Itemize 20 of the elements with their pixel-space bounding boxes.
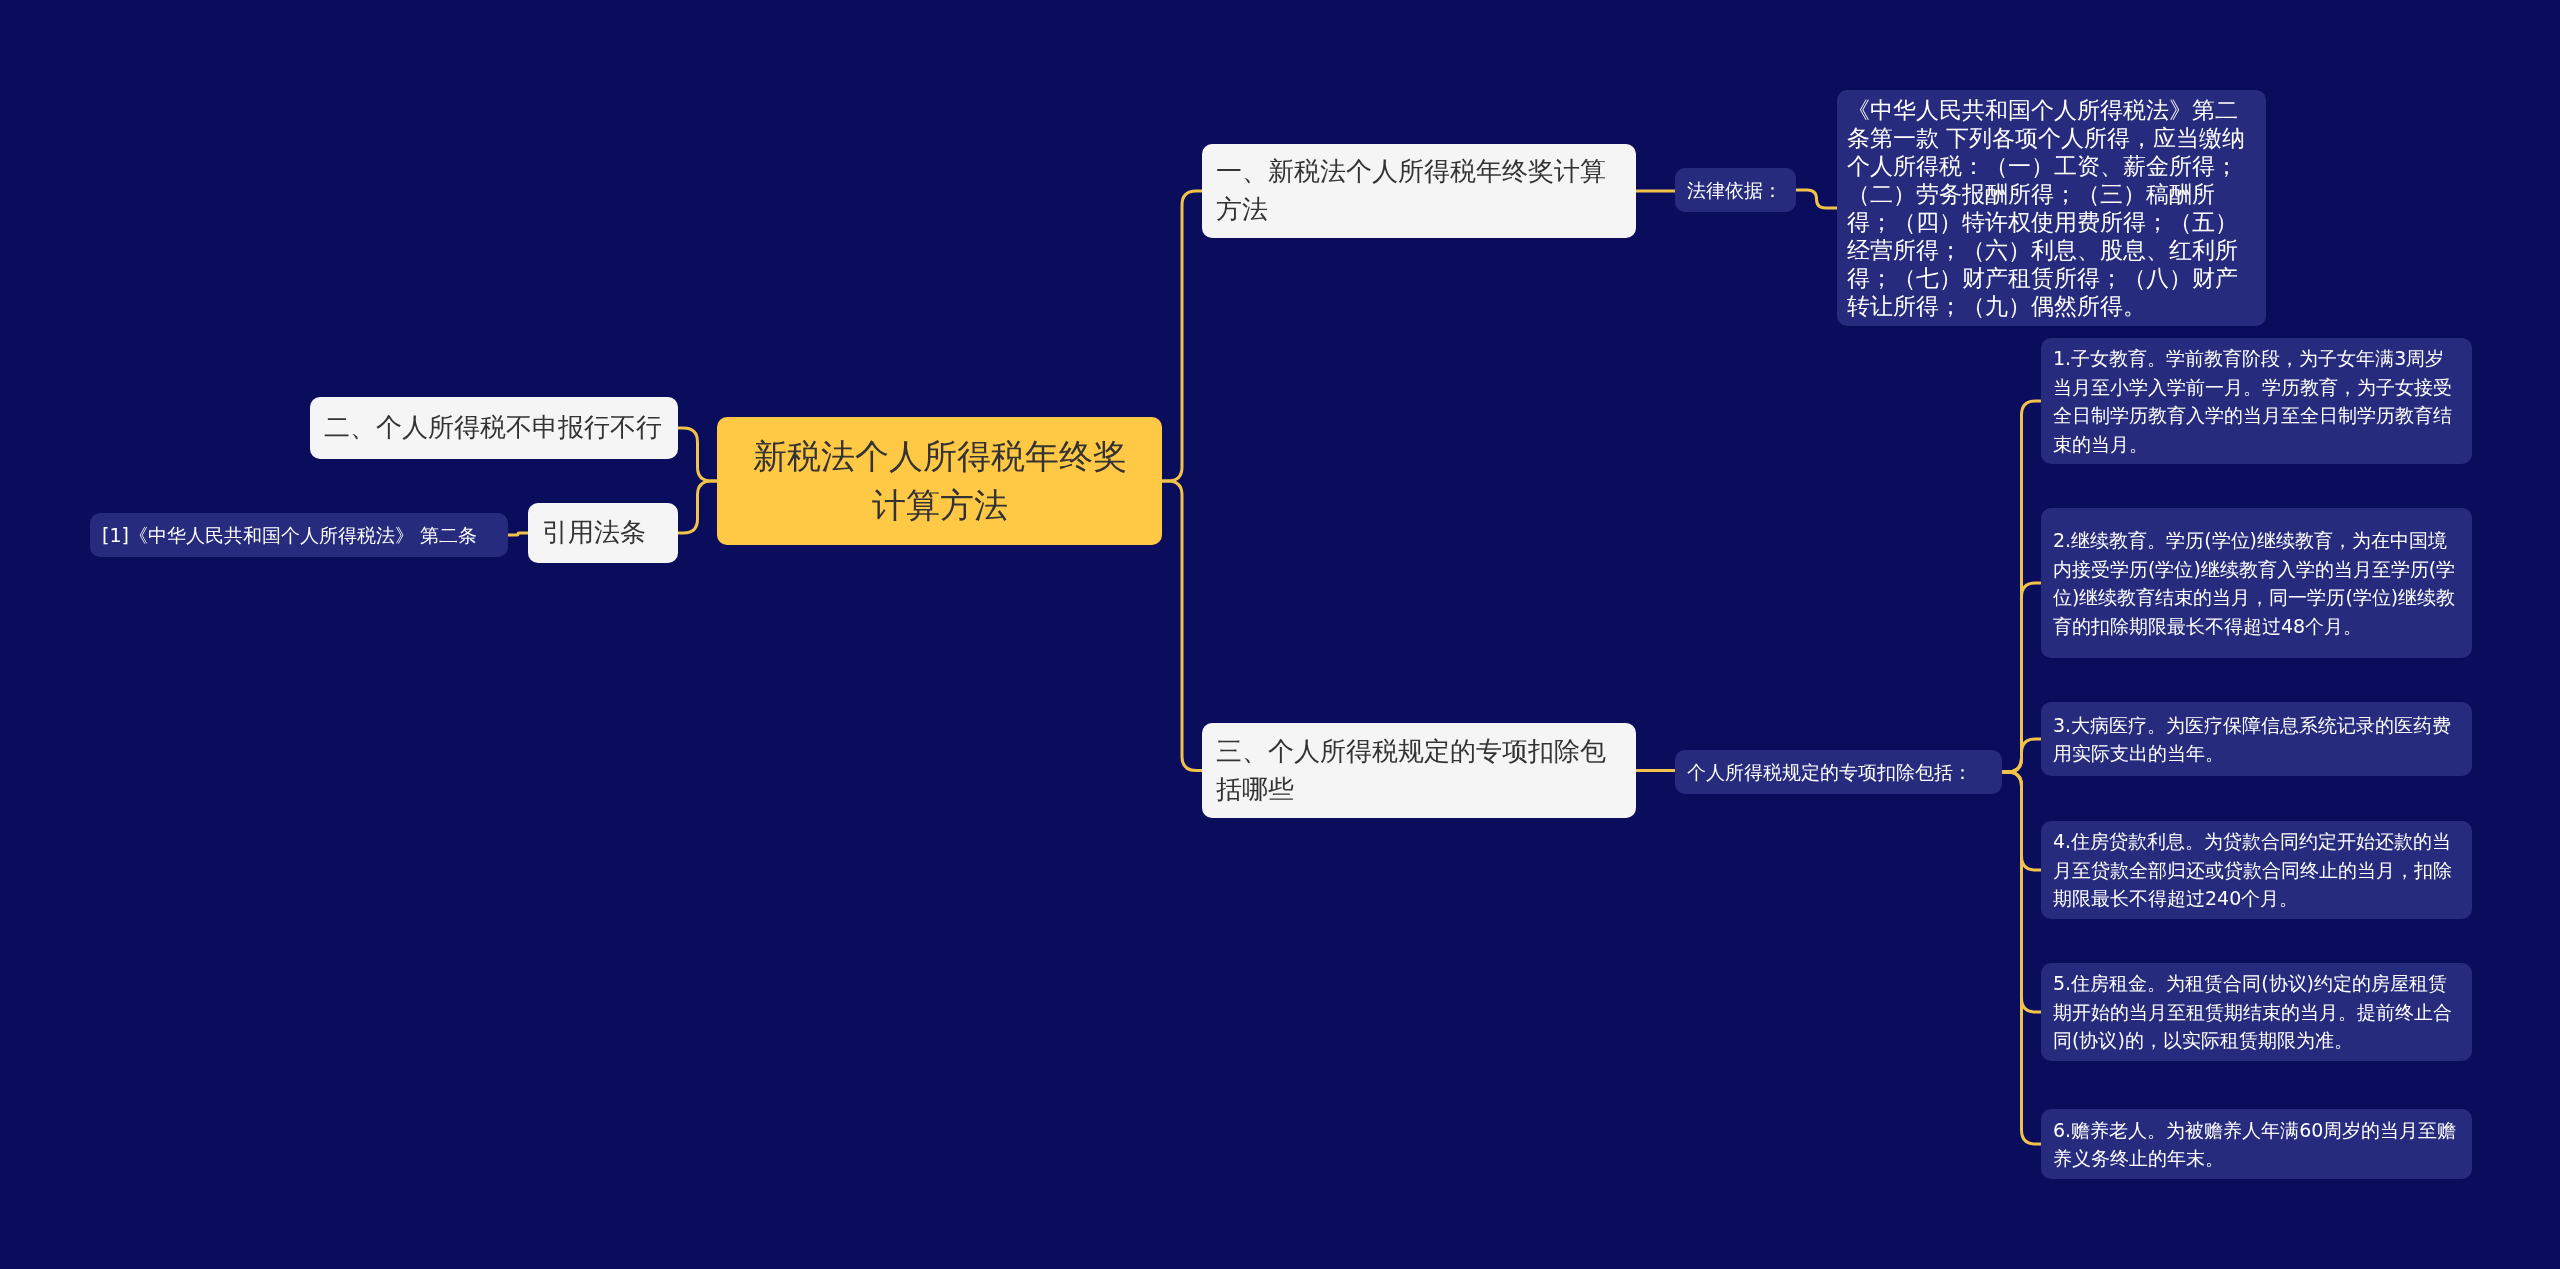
subtopic-box: [1]《中华人民共和国个人所得税法》 第二条 [90,513,508,557]
subtopic-box: 1.子女教育。学前教育阶段，为子女年满3周岁当月至小学入学前一月。学历教育，为子女接受全日制学历教育入学的当月至全日制学历教育结束的当月。 [2041,338,2472,464]
subtopic-box: 《中华人民共和国个人所得税法》第二条第一款 下列各项个人所得，应当缴纳个人所得税：（一）工资、薪金所得；（二）劳务报酬所得；（三）稿酬所得；（四）特许权使用费所得；（五）经营所得；（六）利息、股息、红利所得；（七）财产租赁所得；（八）财产转让所得；（九）偶然所得。 [1837,90,2266,327]
subtopic-box: 个人所得税规定的专项扣除包括： [1675,750,2002,794]
subtopic-box: 2.继续教育。学历(学位)继续教育，为在中国境内接受学历(学位)继续教育入学的当月至学历(学位)继续教育结束的当月，同一学历(学位)继续教育的扣除期限最长不得超过48个月。 [2041,508,2472,658]
connector-line [1636,769,1675,772]
connector-line [1796,188,1837,210]
topic-box: 引用法条 [528,503,678,563]
topic-box: 三、个人所得税规定的专项扣除包括哪些 [1202,723,1636,818]
subtopic-box: 法律依据： [1675,168,1796,212]
subtopic-box: 6.赡养老人。为被赡养人年满60周岁的当月至赡养义务终止的年末。 [2041,1109,2472,1179]
connector-line [1636,189,1675,193]
connector-line [508,531,528,537]
subtopic-box: 5.住房租金。为租赁合同(协议)约定的房屋租赁期开始的当月至租赁期结束的当月。提前终止合同(协议)的，以实际租赁期限为准。 [2041,963,2472,1061]
central-topic-box: 新税法个人所得税年终奖计算方法 [717,417,1162,545]
topic-box: 二、个人所得税不申报行不行 [310,397,678,459]
topic-box: 一、新税法个人所得税年终奖计算方法 [1202,144,1636,238]
connector-line [678,479,717,535]
subtopic-box: 4.住房贷款利息。为贷款合同约定开始还款的当月至贷款全部归还或贷款合同终止的当月，扣除期限最长不得超过240个月。 [2041,821,2472,919]
subtopic-box: 3.大病医疗。为医疗保障信息系统记录的医药费用实际支出的当年。 [2041,702,2472,776]
